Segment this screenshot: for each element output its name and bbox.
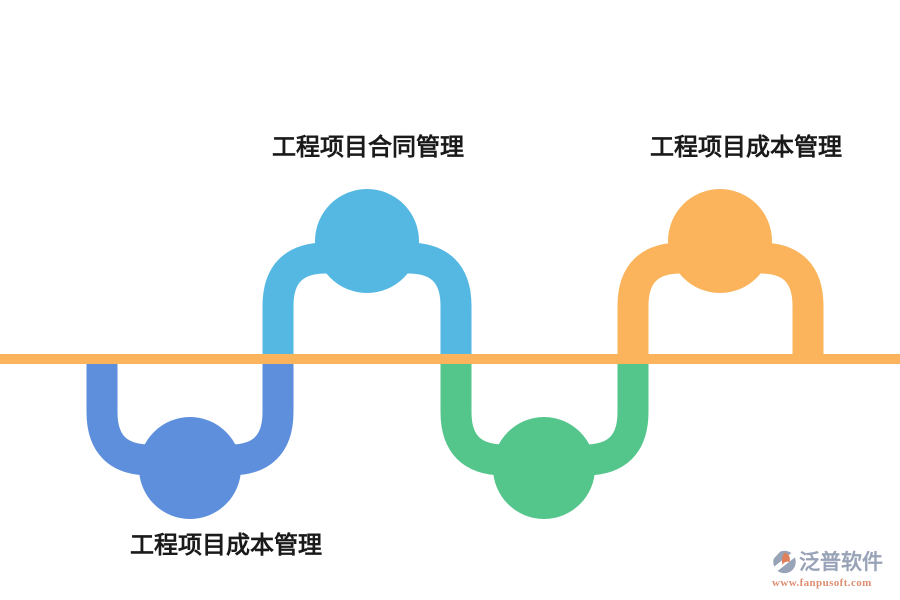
label-contract-management: 工程项目合同管理 [272, 135, 464, 161]
watermark-brand-text: 泛普软件 [799, 550, 883, 574]
fanpu-watermark: 泛普软件 www.fanpusoft.com [772, 547, 896, 589]
milestone-circle-top-left [315, 189, 419, 293]
logo-mark-comma [781, 552, 790, 565]
watermark-row: 泛普软件 [772, 547, 896, 577]
milestone-circle-bottom-left [139, 417, 241, 519]
label-cost-management-bottom: 工程项目成本管理 [130, 533, 322, 559]
watermark-url-text: www.fanpusoft.com [772, 577, 872, 589]
milestone-circle-bottom-middle [493, 417, 595, 519]
milestone-circle-top-right [668, 189, 772, 293]
timeline-axis [0, 354, 900, 364]
logo-mark-notch [772, 548, 783, 560]
fanpu-logo-icon [772, 548, 797, 575]
label-cost-management-top: 工程项目成本管理 [650, 135, 842, 161]
